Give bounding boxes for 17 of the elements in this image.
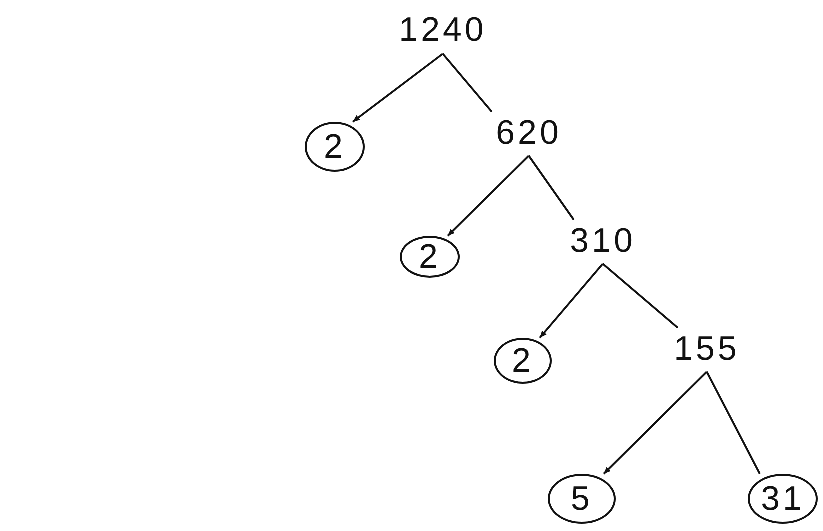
circled-factor: 2	[305, 122, 365, 172]
branch-line	[447, 155, 530, 237]
circled-factor: 5	[548, 474, 616, 524]
number-label: 1240	[380, 8, 506, 52]
number-label: 310	[562, 220, 644, 262]
branch-line	[602, 263, 679, 329]
branch-line	[352, 53, 444, 123]
circled-factor: 2	[400, 236, 460, 278]
number-label: 620	[480, 112, 578, 154]
branch-line	[706, 372, 761, 474]
branch-line	[539, 263, 604, 339]
circled-factor: 31	[748, 474, 818, 524]
number-label: 155	[666, 328, 748, 370]
circled-factor: 2	[494, 338, 552, 384]
branch-line	[528, 155, 575, 221]
branch-line	[442, 53, 493, 113]
branch-line	[603, 371, 708, 475]
